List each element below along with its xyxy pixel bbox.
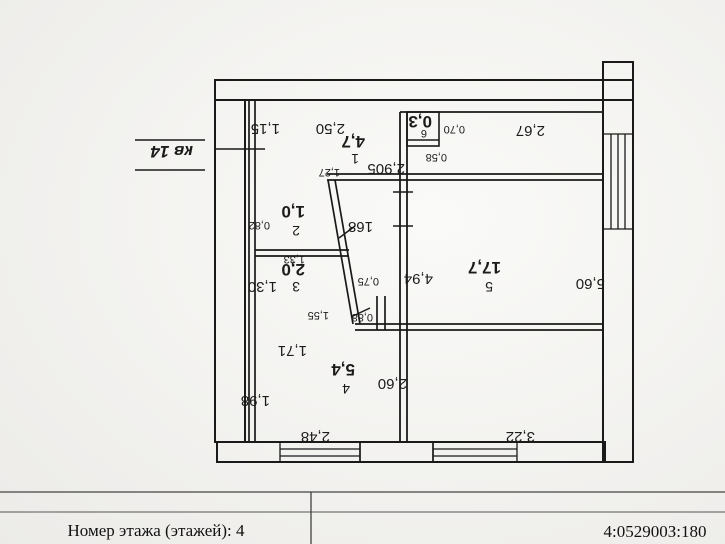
dim-2-60: 2,60 bbox=[378, 375, 407, 392]
dim-1-71: 1,71 bbox=[278, 342, 307, 359]
room-2-number: 2 bbox=[292, 223, 300, 239]
room-3-number: 3 bbox=[292, 279, 300, 295]
partitions-small-rooms bbox=[248, 100, 603, 442]
dim-4-94: 4,94 bbox=[404, 270, 433, 287]
dim-0-75: 0,75 bbox=[358, 275, 379, 287]
room-1-number: 1 bbox=[351, 151, 359, 167]
room-2-area: 1,0 bbox=[281, 202, 305, 221]
dim-1-55: 1,55 bbox=[308, 309, 329, 321]
room-4-number: 4 bbox=[342, 381, 350, 397]
dimension-ticks bbox=[215, 148, 413, 317]
dim-5-60: 5,60 bbox=[576, 275, 605, 292]
floor-number-label: Номер этажа (этажей): 4 bbox=[68, 521, 245, 540]
room-6-area: 0,3 bbox=[408, 112, 432, 131]
dim-0-88: 0,88 bbox=[352, 311, 373, 323]
apartment-label: кв 14 bbox=[150, 142, 193, 161]
room-6-number: 6 bbox=[421, 127, 427, 139]
floor-plan-rotated-group: Номер этажа (этажей): 4 4:052900З:180 bbox=[0, 61, 725, 544]
dim-3-22: 3,22 bbox=[506, 428, 535, 445]
dim-0-82: 0,82 bbox=[249, 219, 270, 231]
cadastral-code: 4:052900З:180 bbox=[604, 522, 707, 541]
dim-1-27: 1,27 bbox=[319, 166, 340, 178]
dim-0-58: 0,58 bbox=[426, 151, 447, 163]
dim-1-98: 1,98 bbox=[241, 392, 270, 409]
window-top-1 bbox=[432, 441, 518, 463]
room-6-box bbox=[406, 111, 440, 147]
dim-1-15: 1,15 bbox=[251, 120, 280, 137]
room-3-area: 2,0 bbox=[281, 260, 305, 279]
apartment-label-group: кв 14 bbox=[135, 139, 205, 171]
dim-1-33: 1,33 bbox=[284, 253, 305, 265]
window-left bbox=[603, 133, 633, 230]
dim-0-70: 0,70 bbox=[444, 123, 465, 135]
dim-2-905: 2,905 bbox=[367, 160, 405, 177]
labels: 1,15 2,50 1,27 0,82 1,33 1,30 1,55 1,71 … bbox=[135, 112, 605, 445]
room-4-area: 5,4 bbox=[331, 360, 355, 379]
dim-1-30: 1,30 bbox=[248, 278, 277, 295]
dim-2-50: 2,50 bbox=[316, 120, 345, 137]
dim-168: 168 bbox=[348, 218, 373, 235]
room-5-area: 17,7 bbox=[468, 258, 501, 277]
room-5-number: 5 bbox=[485, 279, 493, 295]
dim-2-67: 2,67 bbox=[516, 122, 545, 139]
dim-2-48: 2,48 bbox=[301, 428, 330, 445]
footer-strip: Номер этажа (этажей): 4 4:052900З:180 bbox=[0, 491, 725, 544]
room-1-area: 4,7 bbox=[341, 132, 365, 151]
